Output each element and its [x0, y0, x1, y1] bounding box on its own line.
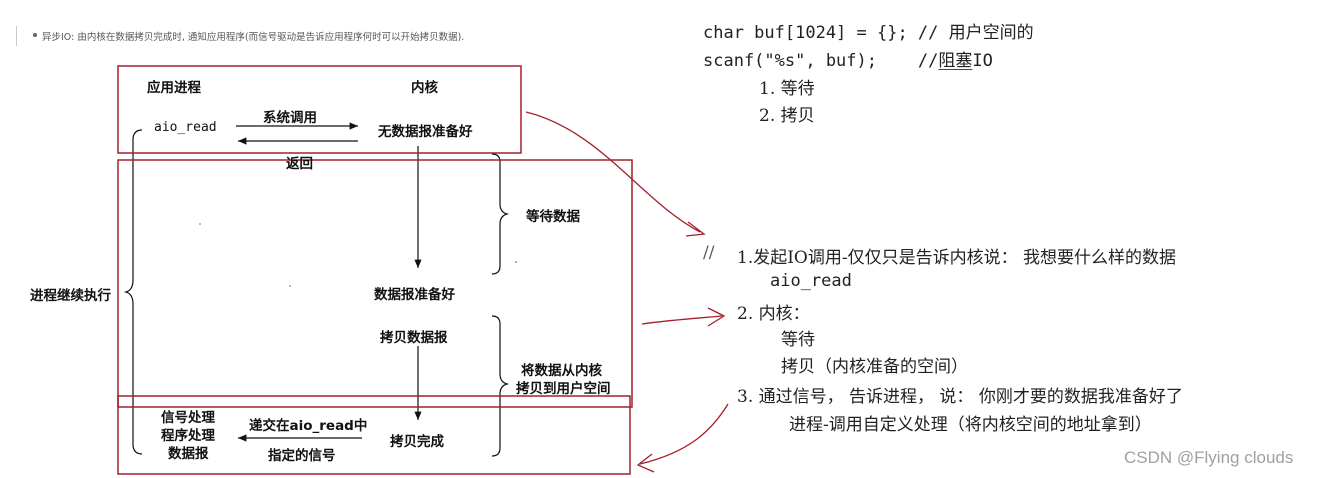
signal-handler-line2: 程序处理 — [161, 428, 215, 444]
copy-to-user-line2: 拷贝到用户空间 — [516, 381, 611, 397]
process-continues-label: 进程继续执行 — [30, 288, 111, 304]
note-1-sub: aio_read — [770, 271, 852, 291]
quote-bar — [16, 26, 17, 46]
box-signal — [117, 395, 631, 475]
note-2-wait: 等待 — [781, 330, 815, 350]
no-data-label: 无数据报准备好 — [378, 124, 473, 140]
note-3-sub: 进程-调用自定义处理（将内核空间的地址拿到） — [789, 415, 1152, 435]
signal-handler-line3: 数据报 — [168, 446, 209, 462]
return-label: 返回 — [286, 156, 313, 172]
data-ready-label: 数据报准备好 — [374, 287, 455, 303]
right-brace-wait — [491, 153, 510, 275]
wait-data-label: 等待数据 — [526, 209, 580, 225]
box-syscall — [117, 65, 522, 154]
signal-handler-line1: 信号处理 — [161, 410, 215, 426]
app-process-header: 应用进程 — [147, 80, 201, 96]
red-arrow-1 — [525, 111, 701, 233]
code-item-wait: 1. 等待 — [759, 79, 815, 99]
copy-done-label: 拷贝完成 — [390, 434, 444, 450]
caption-text: 异步IO: 由内核在数据拷贝完成时, 通知应用程序(而信号驱动是告诉应用程序何时… — [42, 32, 465, 43]
note-3: 3. 通过信号， 告诉进程， 说： 你刚才要的数据我准备好了 — [737, 387, 1183, 407]
red-arrow-1-head — [685, 221, 706, 237]
copy-to-user-line1: 将数据从内核 — [521, 363, 602, 379]
box-kernel — [117, 159, 633, 408]
note-1: 1.发起IO调用-仅仅只是告诉内核说： 我想要什么样的数据 — [737, 248, 1177, 268]
code-line-2: scanf("%s", buf); //阻塞IO — [703, 51, 993, 71]
bullet-dot — [33, 33, 37, 37]
code-line-1: char buf[1024] = {}; // 用户空间的 — [703, 23, 1034, 43]
right-brace-copy — [491, 315, 510, 457]
syscall-label: 系统调用 — [263, 110, 317, 126]
deliver-signal-line2: 指定的信号 — [268, 448, 336, 464]
note-1-prefix: // — [703, 243, 715, 263]
left-brace — [123, 129, 143, 455]
red-arrow-2 — [641, 315, 723, 325]
red-arrow-3-head — [636, 453, 655, 473]
note-2-copy: 拷贝（内核准备的空间） — [781, 357, 968, 377]
aio-read-label: aio_read — [154, 120, 217, 135]
kernel-header: 内核 — [411, 80, 438, 96]
code-item-copy: 2. 拷贝 — [759, 106, 815, 126]
csdn-watermark: CSDN @Flying clouds — [1124, 448, 1294, 467]
red-arrow-2-head — [707, 307, 726, 327]
copy-datagram-label: 拷贝数据报 — [380, 330, 448, 346]
note-2: 2. 内核： — [737, 304, 810, 324]
red-arrow-3 — [639, 403, 729, 465]
deliver-signal-line1: 递交在aio_read中 — [249, 418, 368, 434]
